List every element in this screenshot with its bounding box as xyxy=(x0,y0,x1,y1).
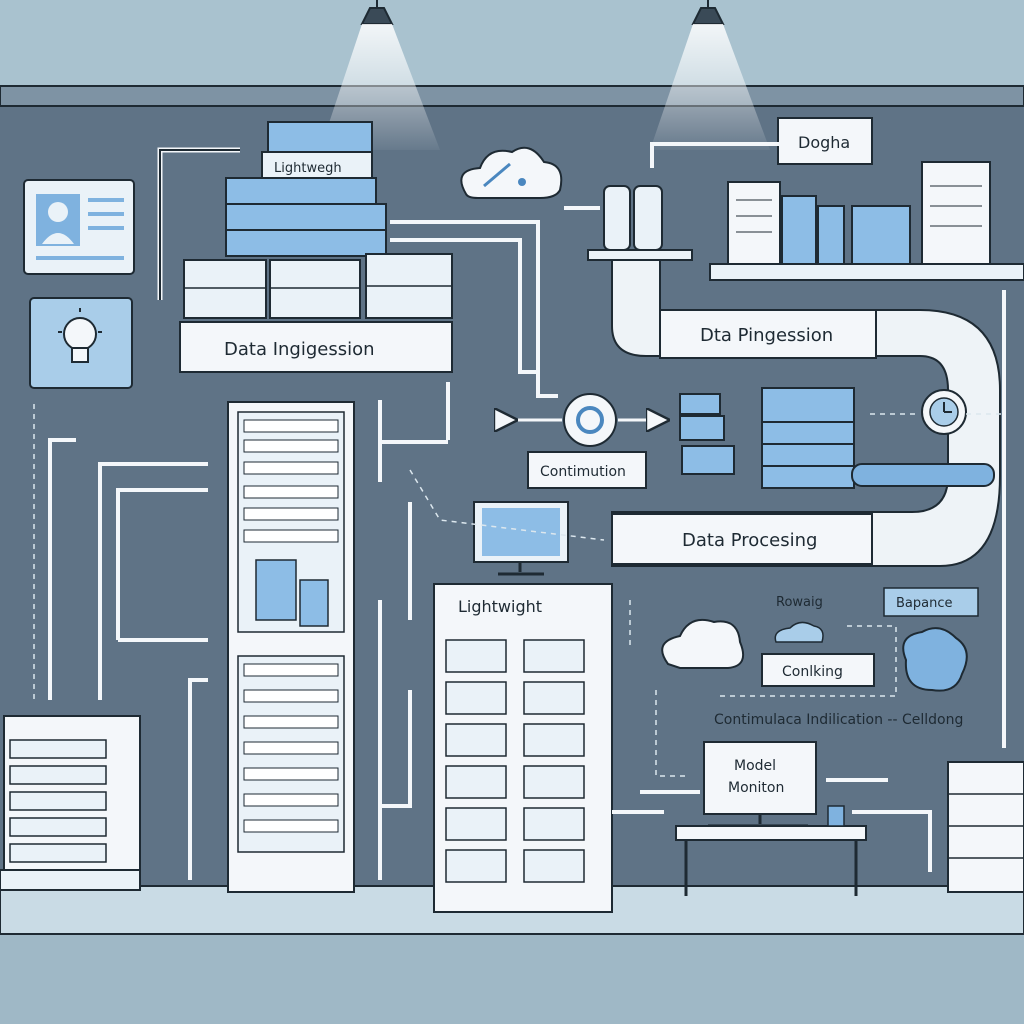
stack-top-label: Lightwegh xyxy=(274,161,342,176)
clock-icon xyxy=(922,390,966,434)
pipe-processing-label: Data Procesing xyxy=(682,530,817,551)
pipe-ingestion-label: Dta Pingession xyxy=(700,325,833,346)
gear-icon xyxy=(564,394,616,446)
wall-trim xyxy=(0,86,1024,106)
indication-line: Contimulaca Indilication -- Celldong xyxy=(714,712,963,728)
top-right-label: Dogha xyxy=(798,133,850,152)
server-cabinet-left xyxy=(0,716,140,890)
lightweight-cabinet xyxy=(434,584,612,912)
drawer-cabinet xyxy=(948,762,1024,892)
ingestion-label: Data Ingigession xyxy=(224,339,375,360)
model-label-2: Moniton xyxy=(728,780,784,796)
user-card-icon xyxy=(24,180,134,274)
lightbulb-icon xyxy=(30,298,132,388)
ceiling xyxy=(0,0,1024,88)
lightweight-label: Lightwight xyxy=(458,597,542,616)
badge-label: Bapance xyxy=(896,596,953,611)
model-label-1: Model xyxy=(734,758,776,774)
rowaig-label: Rowaig xyxy=(776,595,823,610)
conlking-label: Conlking xyxy=(782,664,843,680)
server-rack-center xyxy=(228,402,354,892)
continuation-label: Contimution xyxy=(540,464,626,480)
